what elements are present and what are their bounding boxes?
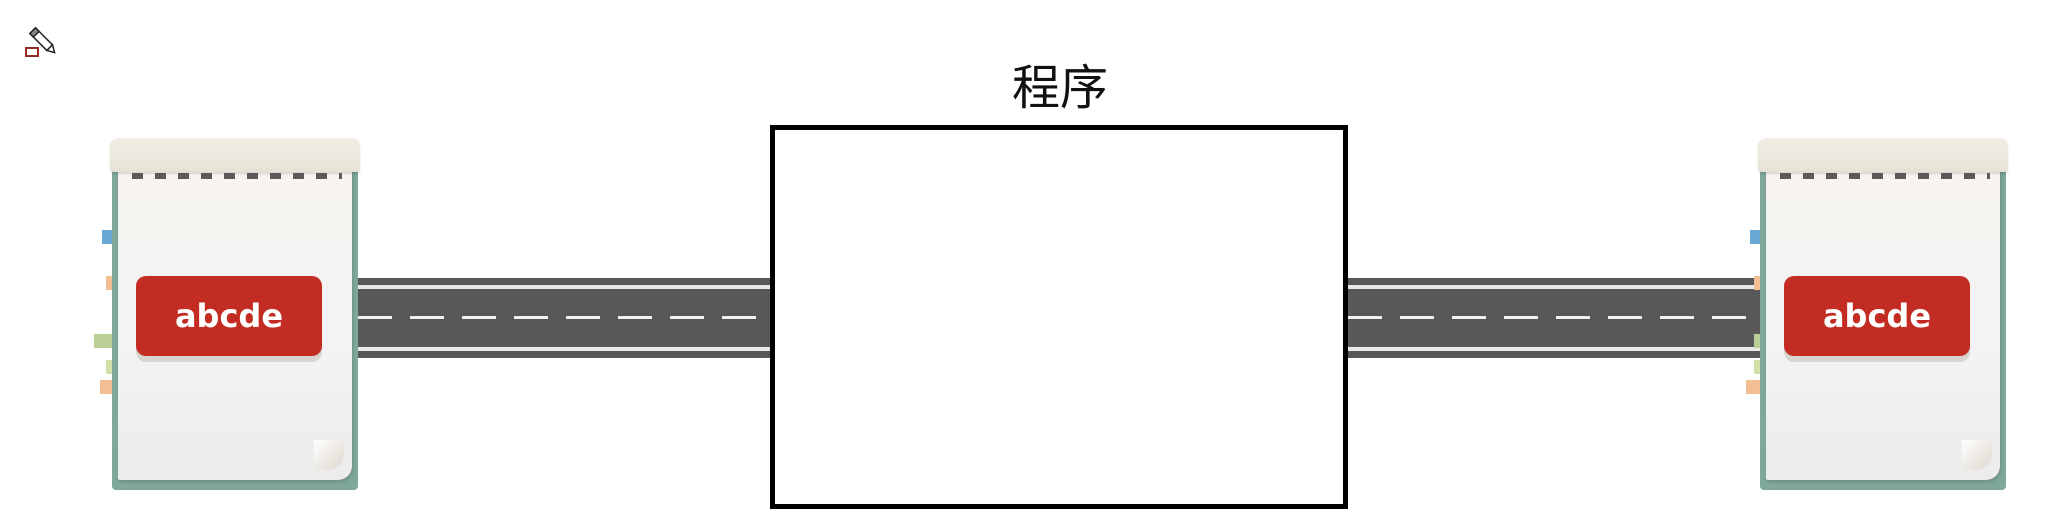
output-label: abcde: [1784, 276, 1970, 356]
program-box: [770, 125, 1348, 509]
pencil-edit-icon[interactable]: [24, 22, 64, 62]
output-road: [1348, 278, 1760, 358]
input-notebook: abcde: [94, 138, 360, 490]
diagram-title: 程序: [1011, 60, 1108, 116]
output-notebook: abcde: [1746, 138, 2008, 490]
input-road: [358, 278, 770, 358]
input-label: abcde: [136, 276, 322, 356]
